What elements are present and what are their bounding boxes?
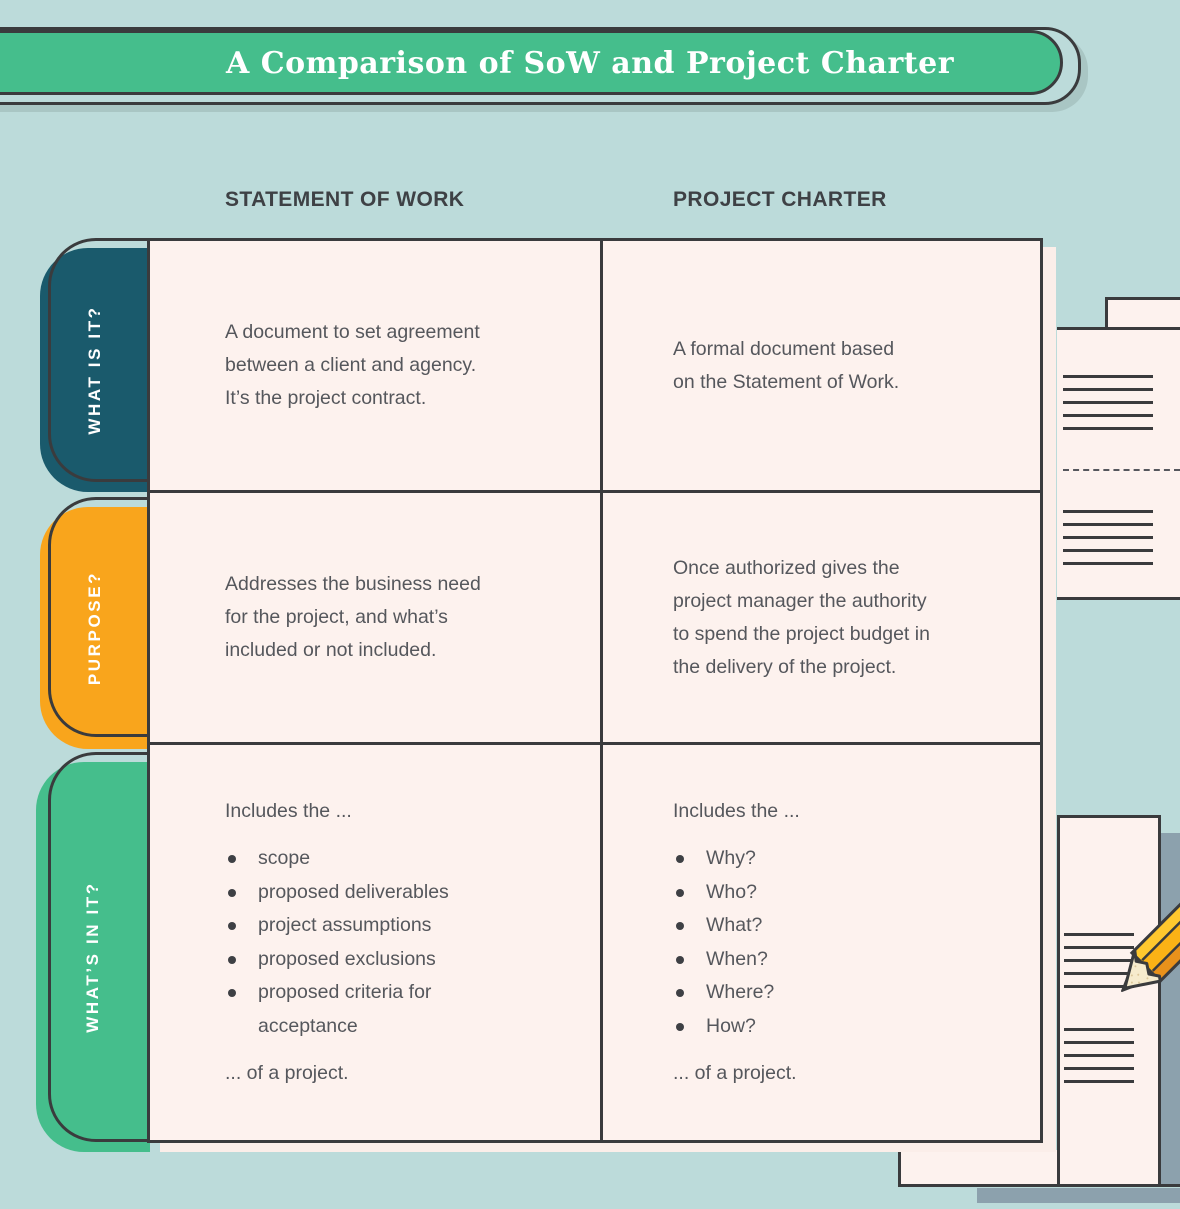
cell-purpose-sow: Addresses the business need for the proj… — [150, 493, 600, 742]
cell-text: It’s the project contract. — [225, 387, 427, 409]
ruled-line — [1064, 985, 1134, 988]
cell-text: for the project, and what’s — [225, 606, 448, 628]
cell-outro: ... of a project. — [673, 1062, 797, 1084]
list-item: How? — [676, 1010, 956, 1044]
ruled-line — [1064, 959, 1134, 962]
column-divider — [600, 241, 603, 1140]
dashed-divider — [1063, 469, 1180, 471]
ruled-line — [1063, 536, 1153, 539]
list-item: proposed deliverables — [228, 876, 508, 910]
cell-text: included or not included. — [225, 639, 437, 661]
cell-whats-in-it-sow: Includes the ... scope proposed delivera… — [150, 745, 600, 1140]
list-item: What? — [676, 909, 956, 943]
cell-whats-in-it-charter: Includes the ... Why? Who? What? When? W… — [603, 745, 1040, 1140]
ruled-line — [1064, 1041, 1134, 1044]
cell-intro: Includes the ... — [673, 800, 800, 822]
ruled-line — [1064, 933, 1134, 936]
cell-intro: Includes the ... — [225, 800, 352, 822]
tab-whats-in-it: WHAT’S IN IT? — [36, 762, 150, 1152]
ruled-line — [1063, 414, 1153, 417]
sow-contents-list: scope proposed deliverables project assu… — [225, 842, 600, 1043]
list-item: proposed exclusions — [228, 943, 508, 977]
folder-tab-icon — [1105, 297, 1180, 330]
cell-text: project manager the authority — [673, 589, 927, 612]
tab-purpose-outline — [48, 497, 153, 737]
list-item: Why? — [676, 842, 956, 876]
charter-contents-list: Why? Who? What? When? Where? How? — [673, 842, 1040, 1043]
cell-text: the delivery of the project. — [673, 655, 897, 678]
list-item: scope — [228, 842, 508, 876]
column-header-sow: STATEMENT OF WORK — [225, 188, 465, 211]
cell-purpose-charter: Once authorized gives the project manage… — [603, 493, 1040, 742]
cell-text: to spend the project budget in — [673, 622, 930, 645]
ruled-line — [1064, 1080, 1134, 1083]
ruled-line — [1064, 946, 1134, 949]
ruled-paper — [1057, 815, 1161, 1187]
cell-text: Addresses the business need — [225, 573, 481, 595]
ruled-line — [1063, 549, 1153, 552]
ruled-line — [1064, 1067, 1134, 1070]
ruled-line — [1063, 388, 1153, 391]
row-divider — [150, 742, 1040, 745]
banner-outline — [0, 27, 1081, 105]
cell-text: Once authorized gives the — [673, 556, 900, 579]
ruled-line — [1063, 523, 1153, 526]
ruled-line — [1064, 1054, 1134, 1057]
title-banner — [0, 30, 1063, 95]
list-item: When? — [676, 943, 956, 977]
ruled-line — [1064, 1028, 1134, 1031]
document-body — [1057, 327, 1180, 600]
list-item: Who? — [676, 876, 956, 910]
page-title: A Comparison of SoW and Project Charter — [225, 46, 955, 81]
ruled-line — [1063, 401, 1153, 404]
ruled-line — [1063, 375, 1153, 378]
row-divider — [150, 490, 1040, 493]
list-item: Where? — [676, 976, 956, 1010]
cell-text: A document to set agreement — [225, 321, 480, 343]
list-item: project assumptions — [228, 909, 508, 943]
cell-text: A formal document based — [673, 337, 895, 360]
cell-text: between a client and agency. — [225, 354, 477, 376]
pencil-icon — [1121, 860, 1180, 992]
ruled-line — [1064, 972, 1134, 975]
ruled-line — [1063, 510, 1153, 513]
back-sheet-edge — [1161, 1184, 1180, 1187]
cell-what-is-it-sow: A document to set agreement between a cl… — [150, 241, 600, 490]
ruled-line — [1063, 427, 1153, 430]
cell-what-is-it-charter: A formal document based on the Statement… — [603, 241, 1040, 490]
ruled-line — [1063, 562, 1153, 565]
paper-shadow — [977, 1188, 1180, 1203]
cell-outro: ... of a project. — [225, 1062, 349, 1084]
list-item: proposed criteria for acceptance — [228, 976, 508, 1043]
document-with-folder-tab-icon — [1057, 297, 1180, 600]
tab-what-is-it-outline — [48, 238, 153, 482]
column-header-charter: PROJECT CHARTER — [673, 188, 887, 211]
cell-text: on the Statement of Work. — [673, 370, 900, 393]
comparison-table: A document to set agreement between a cl… — [147, 238, 1043, 1143]
tab-whats-in-it-outline — [48, 752, 150, 1142]
